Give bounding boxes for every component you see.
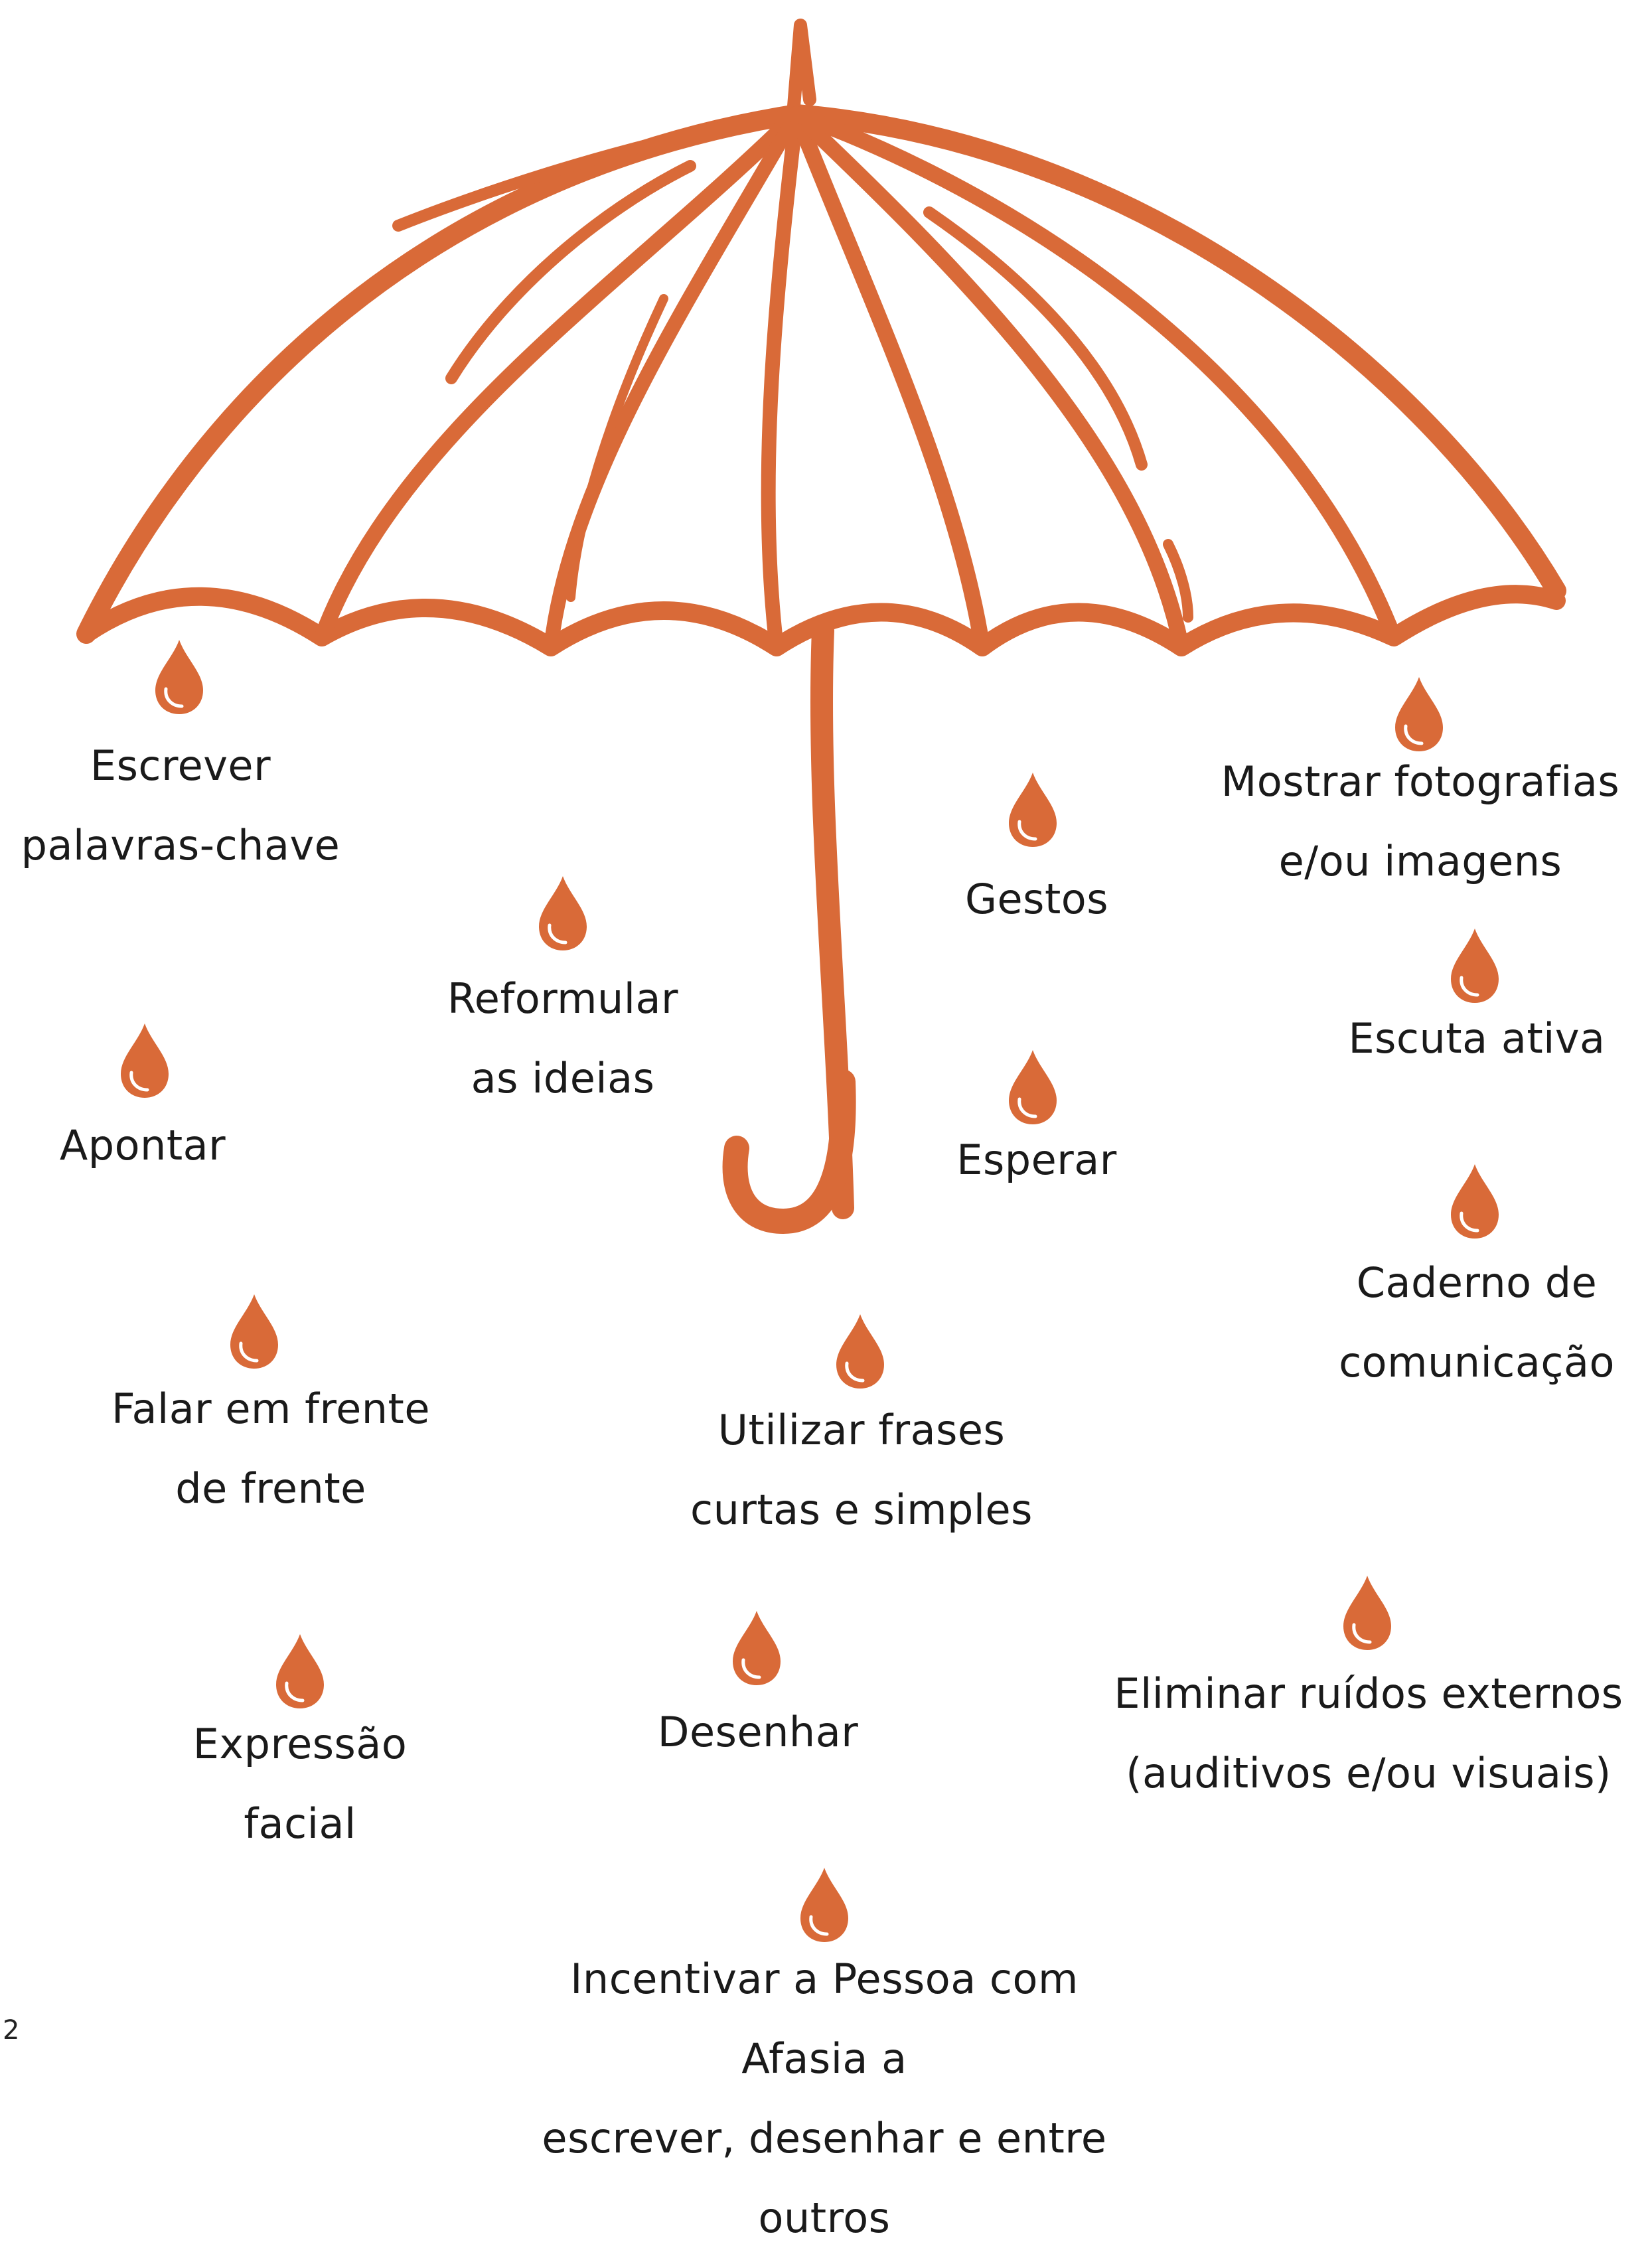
tip-label-apontar: Apontar [0,1106,441,1185]
raindrop-group [121,640,1499,1942]
tip-line: Escrever [90,741,271,790]
tip-label-escrever-palavras-chave: Escrever palavras-chave [0,726,479,885]
tip-line: Incentivar a Pessoa com Afasia a [570,1955,1079,2083]
tip-label-desenhar: Desenhar [459,1693,1057,1772]
raindrop-icon [733,1611,781,1685]
tip-label-utilizar-frases: Utilizar frases curtas e simples [563,1391,1160,1550]
tip-line: Utilizar frases [717,1406,1006,1454]
tip-label-falar-em-frente: Falar em frente de frente [0,1369,569,1529]
raindrop-icon [1009,773,1057,847]
tip-line: facial [244,1799,356,1848]
raindrop-icon [1009,1050,1057,1124]
tip-line: Escuta ativa [1348,1014,1606,1063]
tip-line: Caderno de [1356,1258,1598,1307]
tip-label-escuta-ativa: Escuta ativa [1178,999,1652,1079]
raindrop-icon [1395,677,1443,751]
tip-line: (auditivos e/ou visuais) [1126,1749,1612,1797]
tip-label-mostrar-fotografias: Mostrar fotografias e/ou imagens [1122,742,1652,901]
tip-line: e/ou imagens [1278,837,1562,885]
umbrella-icon [76,19,1566,1234]
raindrop-icon [1451,1164,1499,1239]
tip-label-reformular-as-ideias: Reformular as ideias [264,959,862,1118]
tip-line: palavras-chave [21,821,340,869]
raindrop-icon [1343,1576,1391,1650]
page-number: 2 [3,2015,20,2046]
tip-label-esperar: Esperar [738,1120,1335,1200]
raindrop-icon [121,1023,169,1098]
tip-line: Gestos [964,875,1109,923]
tip-line: escrever, desenhar e entre outros [542,2114,1107,2242]
raindrop-icon [1451,929,1499,1003]
tip-line: as ideias [471,1054,655,1102]
tip-label-expressao-facial: Expressão facial [1,1704,599,1864]
raindrop-icon [276,1634,324,1708]
tip-line: comunicação [1339,1338,1615,1387]
umbrella-illustration [76,19,1566,1942]
tip-label-caderno-de-comunicacao: Caderno de comunicação [1178,1243,1652,1402]
tip-label-eliminar-ruidos: Eliminar ruídos externos (auditivos e/ou … [1070,1654,1652,1813]
raindrop-icon [800,1868,848,1942]
tip-line: Mostrar fotografias [1221,757,1620,806]
tip-line: de frente [175,1464,366,1513]
tip-line: Desenhar [657,1708,859,1756]
raindrop-icon [155,640,203,714]
tip-label-gestos: Gestos [738,860,1335,939]
tip-line: Falar em frente [112,1385,430,1433]
tip-line: Esperar [956,1136,1117,1184]
tip-line: Eliminar ruídos externos [1114,1669,1623,1718]
raindrop-icon [230,1294,278,1369]
tip-line: Apontar [59,1121,226,1169]
tip-line: Expressão [192,1720,408,1768]
raindrop-icon [539,876,587,950]
raindrop-icon [836,1314,884,1389]
tip-label-incentivar: Incentivar a Pessoa com Afasia a escrever… [526,1939,1123,2258]
tip-line: curtas e simples [690,1485,1033,1534]
tip-line: Reformular [447,974,678,1023]
